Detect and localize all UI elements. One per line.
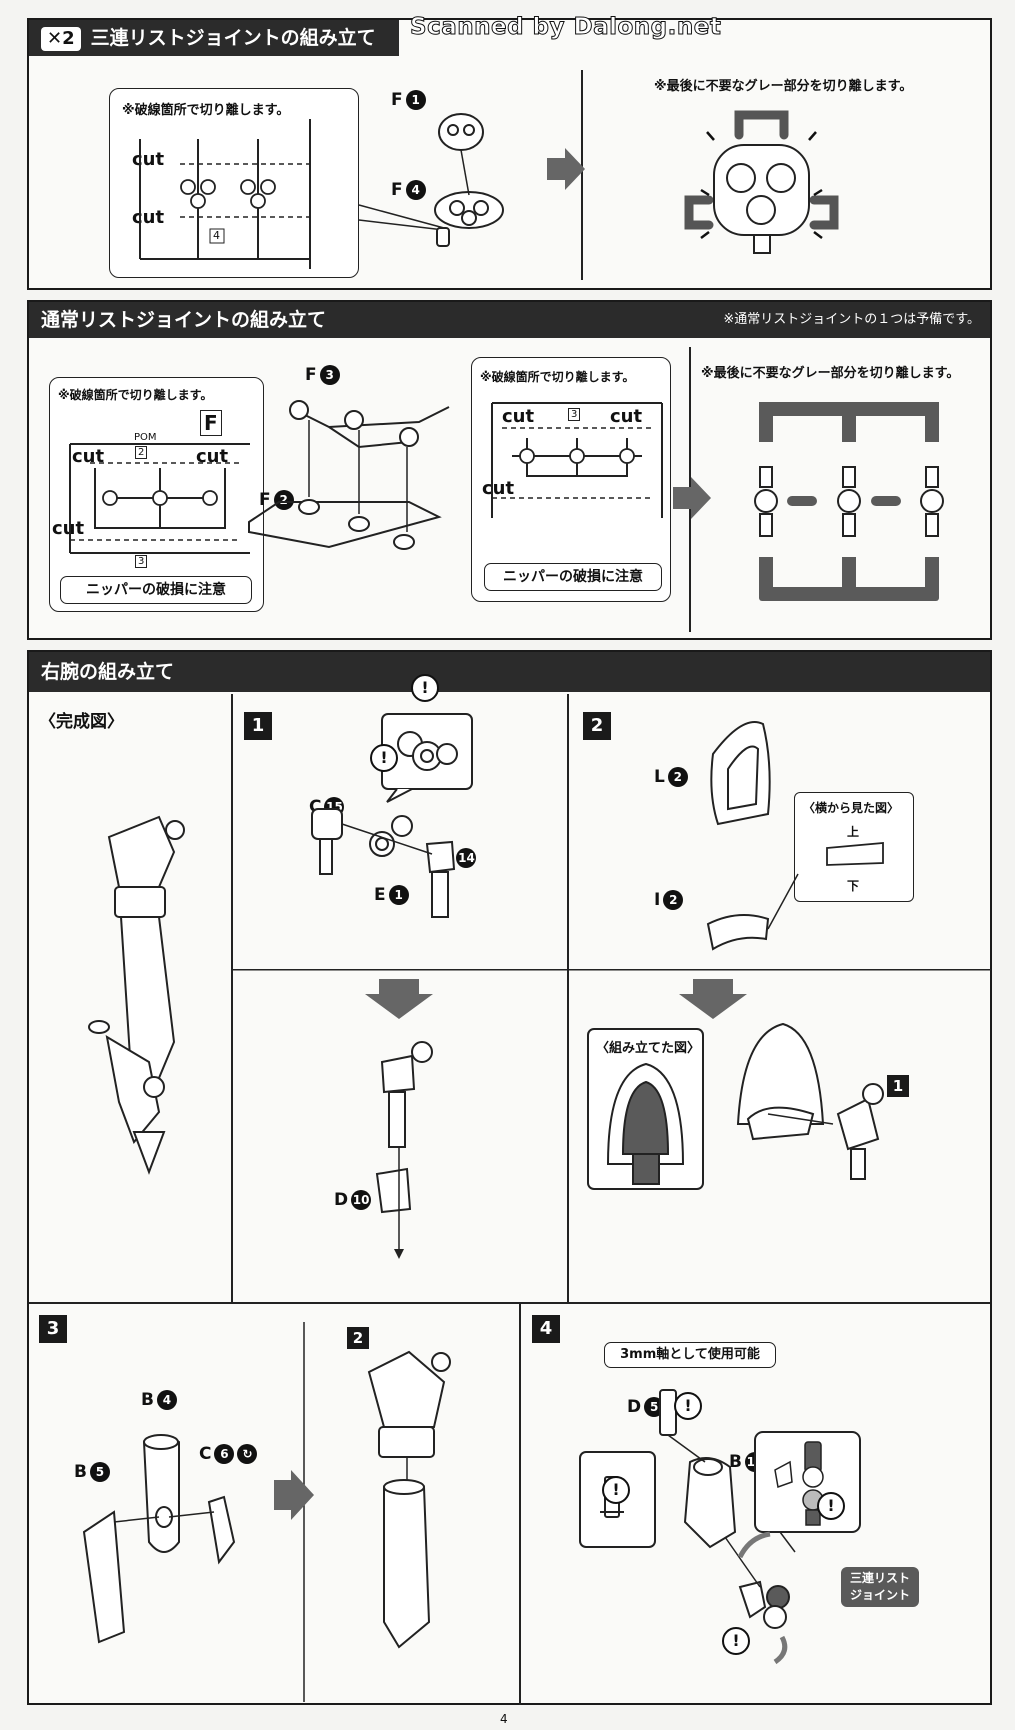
section-title: 三連リストジョイントの組み立て <box>90 27 376 49</box>
divider <box>29 1302 990 1304</box>
section-title: 右腕の組み立て <box>41 661 175 683</box>
cut-note: ※破線箇所で切り離します。 <box>122 103 290 118</box>
step2-illustration <box>568 721 991 1190</box>
section-normal-wrist-joint: 通常リストジョイントの組み立て ※通常リストジョイントの１つは予備です。 ※破線… <box>27 300 992 640</box>
completed-arm-illustration <box>88 815 185 1175</box>
cut-label: cut <box>502 406 535 427</box>
warning-icon: ! <box>674 1392 702 1420</box>
section-header: ✕2 三連リストジョイントの組み立て <box>29 20 399 56</box>
runner-diagram <box>69 443 250 554</box>
reference-step-number: 2 <box>347 1327 369 1349</box>
assembled-view-title: 〈組み立てた図〉 <box>596 1041 701 1056</box>
cut-label: cut <box>196 446 229 467</box>
page-number: 4 <box>500 1712 508 1726</box>
step-number: 1 <box>244 712 272 740</box>
warning-icon: ! <box>370 744 398 772</box>
gray-note: ※最後に不要なグレー部分を切り離します。 <box>654 79 913 94</box>
spare-note: ※通常リストジョイントの１つは予備です。 <box>723 312 980 327</box>
cut-instruction-box: ※破線箇所で切り離します。 cut cut 4 <box>109 88 359 278</box>
runner-number: 3 <box>568 408 581 421</box>
next-arrow <box>673 477 711 519</box>
quantity-badge: ✕2 <box>41 27 81 51</box>
cut-instruction-box-right: ※破線箇所で切り離します。 cut cut cut 3 ニッパーの破損に注意 <box>471 357 671 602</box>
nipper-caution-right: ニッパーの破損に注意 <box>484 563 662 591</box>
runner-number: 2 <box>135 446 148 459</box>
section-right-arm-assembly: 右腕の組み立て 〈完成図〉 1 C15 C14 E1 D10 <box>27 650 992 1705</box>
complete-view-label: 〈完成図〉 <box>39 712 124 732</box>
cut-instruction-box-left: ※破線箇所で切り離します。 F POM cut cut cut 2 3 ニッパー… <box>49 377 264 612</box>
warning-icon: ! <box>411 674 439 702</box>
gray-part-removal <box>754 402 944 601</box>
section-triple-wrist-joint: ✕2 三連リストジョイントの組み立て ※破線箇所で切り離します。 cut cut … <box>27 18 992 290</box>
divider <box>231 694 233 1302</box>
cut-label: cut <box>610 406 643 427</box>
cut-note: ※破線箇所で切り離します。 <box>480 370 635 384</box>
section-title: 通常リストジョイントの組み立て <box>41 309 327 331</box>
runner-diagram <box>139 119 311 269</box>
cut-label: cut <box>482 478 515 499</box>
cut-label: cut <box>72 446 105 467</box>
cut-note: ※破線箇所で切り離します。 <box>58 388 213 402</box>
gray-part-removal <box>684 110 839 254</box>
side-view-box: 〈横から見た図〉 上 下 <box>794 792 914 902</box>
triple-joint-tag: 三連リスト ジョイント <box>841 1567 919 1607</box>
runner-pom: POM <box>134 432 157 443</box>
scan-watermark: Scanned by Dalong.net <box>409 14 722 41</box>
section-header: 通常リストジョイントの組み立て ※通常リストジョイントの１つは予備です。 <box>29 302 990 338</box>
divider <box>519 1302 521 1705</box>
divider <box>581 70 583 280</box>
runner-diagram <box>491 402 663 518</box>
step-number: 4 <box>532 1315 560 1343</box>
mirror-mark-icon: ↻ <box>237 1444 258 1464</box>
next-arrow <box>547 148 585 190</box>
warning-icon: ! <box>817 1492 845 1520</box>
nipper-caution-left: ニッパーの破損に注意 <box>60 576 252 604</box>
side-view-diagram <box>826 842 884 866</box>
runner-number: 3 <box>135 555 148 568</box>
step3-illustration <box>82 1322 451 1702</box>
reference-step-number: 1 <box>887 1075 909 1097</box>
section-header: 右腕の組み立て <box>29 652 990 692</box>
assembly-illustration <box>358 113 504 247</box>
gray-note: ※最後に不要なグレー部分を切り離します。 <box>701 366 960 381</box>
side-bottom-label: 下 <box>847 879 860 893</box>
side-view-title: 〈横から見た図〉 <box>803 801 900 815</box>
assembly-illustration <box>248 400 450 550</box>
step4-illustration <box>579 1389 861 1665</box>
runner-number: 4 <box>213 229 220 242</box>
divider <box>567 694 569 1302</box>
step-number: 3 <box>39 1315 67 1343</box>
side-top-label: 上 <box>847 825 860 839</box>
step1-illustration <box>232 713 567 1259</box>
warning-icon: ! <box>602 1476 630 1504</box>
runner-letter: F <box>200 410 222 436</box>
shaft-usage-note: 3mm軸として使用可能 <box>604 1342 776 1368</box>
cut-label: cut <box>52 518 85 539</box>
step-number: 2 <box>583 712 611 740</box>
